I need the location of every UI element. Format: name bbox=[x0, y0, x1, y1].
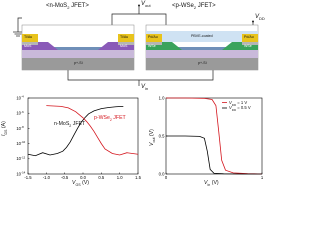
chart1-y-tick-exponent: -6 bbox=[21, 110, 24, 114]
p-wse2-transfer-line bbox=[46, 105, 139, 156]
left-contact-right-label: Ti/Au bbox=[120, 35, 129, 39]
chart1-y-tick-exponent: -10 bbox=[21, 140, 25, 144]
left-channel-layer bbox=[22, 42, 134, 50]
right-contact-right-label: Pd/Au bbox=[244, 35, 254, 39]
left-channel-right-label: MoS bbox=[120, 44, 128, 48]
left-contact-right bbox=[118, 34, 134, 42]
chart1-xlabel: VGS (V) bbox=[72, 180, 90, 188]
chart1-ylabel: IDS (A) bbox=[1, 121, 9, 136]
chart1-x-tick-label: 0.5 bbox=[98, 175, 104, 180]
left-oxide bbox=[22, 50, 134, 58]
vin-wire bbox=[67, 70, 214, 81]
chart1-y-tick-exponent: -12 bbox=[21, 155, 25, 159]
chart2-x-tick-label: 0 bbox=[165, 175, 168, 180]
chart2-x-tick-label: 1 bbox=[261, 175, 264, 180]
right-coating-layer bbox=[146, 31, 258, 42]
chart2-xlabel: Vin (V) bbox=[204, 180, 219, 188]
right-gate-layer bbox=[164, 47, 240, 50]
right-coating-label: PBVE-coated bbox=[191, 34, 213, 38]
chart1-legend-n-mos2: n-MoS2 JFET bbox=[54, 121, 86, 129]
right-contact-right bbox=[242, 34, 258, 42]
right-substrate-label: p+-Si bbox=[198, 61, 207, 65]
right-oxide bbox=[146, 50, 258, 58]
chart1-y-tick-label: 10 bbox=[16, 156, 21, 161]
left-contact-left bbox=[22, 34, 38, 42]
vdd-0p5v-vtc-line bbox=[166, 135, 262, 175]
ground-icon bbox=[13, 31, 23, 37]
right-channel-right-label: WSe bbox=[244, 44, 252, 48]
chart2-y-tick-label: 0.0 bbox=[159, 171, 165, 176]
chart2-ylabel: Vout (V) bbox=[149, 129, 157, 146]
chart2-y-tick-label: 0.5 bbox=[159, 133, 165, 138]
n-mos2-device bbox=[21, 24, 135, 71]
right-substrate bbox=[146, 58, 258, 70]
left-gate-layer bbox=[40, 47, 116, 50]
left-contact-left-label: Ti/Au bbox=[24, 35, 33, 39]
chart1-x-tick-label: -1.5 bbox=[24, 175, 32, 180]
chart1-x-tick-label: 1.5 bbox=[135, 175, 141, 180]
chart2-legend-vdd-0p5v: VDD = 0.5 V bbox=[229, 105, 251, 112]
chart1-x-tick-label: -0.5 bbox=[61, 175, 69, 180]
p-wse2-device bbox=[145, 24, 259, 71]
vin-label: Vin bbox=[141, 84, 149, 92]
chart1-x-tick-label: -1.0 bbox=[43, 175, 51, 180]
vdd-terminal-icon bbox=[252, 20, 254, 23]
chart1-y-tick-label: 10 bbox=[16, 141, 21, 146]
left-channel-left-label: MoS bbox=[24, 44, 32, 48]
vdd-label: VDD bbox=[255, 14, 265, 22]
left-substrate bbox=[22, 58, 134, 70]
chart1-y-tick-label: 10 bbox=[16, 126, 21, 131]
right-channel-layer bbox=[146, 42, 258, 50]
jfet-inverter-schematic bbox=[13, 4, 259, 86]
chart1-y-tick-label: 10 bbox=[16, 111, 21, 116]
left-substrate-label: p+-Si bbox=[74, 61, 83, 65]
right-device-title: <p-WSe2 JFET> bbox=[172, 3, 216, 11]
left-device-title: <n-MoS2 JFET> bbox=[46, 3, 89, 11]
chart1-y-tick-exponent: -14 bbox=[21, 171, 25, 175]
vout-terminal-icon bbox=[138, 4, 140, 7]
chart1-frame bbox=[27, 97, 139, 175]
chart1-legend-p-wse2: p-WSe2 JFET bbox=[94, 115, 126, 123]
chart1-x-tick-label: 1.0 bbox=[117, 175, 123, 180]
vout-label: Vout bbox=[141, 1, 151, 9]
right-contact-left bbox=[146, 34, 162, 42]
ground-wire bbox=[17, 17, 22, 32]
right-contact-left-label: Pd/Au bbox=[148, 35, 158, 39]
right-channel-left-label: WSe bbox=[148, 44, 156, 48]
chart2-legend-vdd-1v: VDD = 1 V bbox=[229, 99, 248, 107]
chart1-y-tick-exponent: -8 bbox=[21, 125, 24, 129]
n-mos2-transfer-line bbox=[27, 105, 124, 157]
chart1-y-tick-label: 10 bbox=[16, 171, 21, 176]
